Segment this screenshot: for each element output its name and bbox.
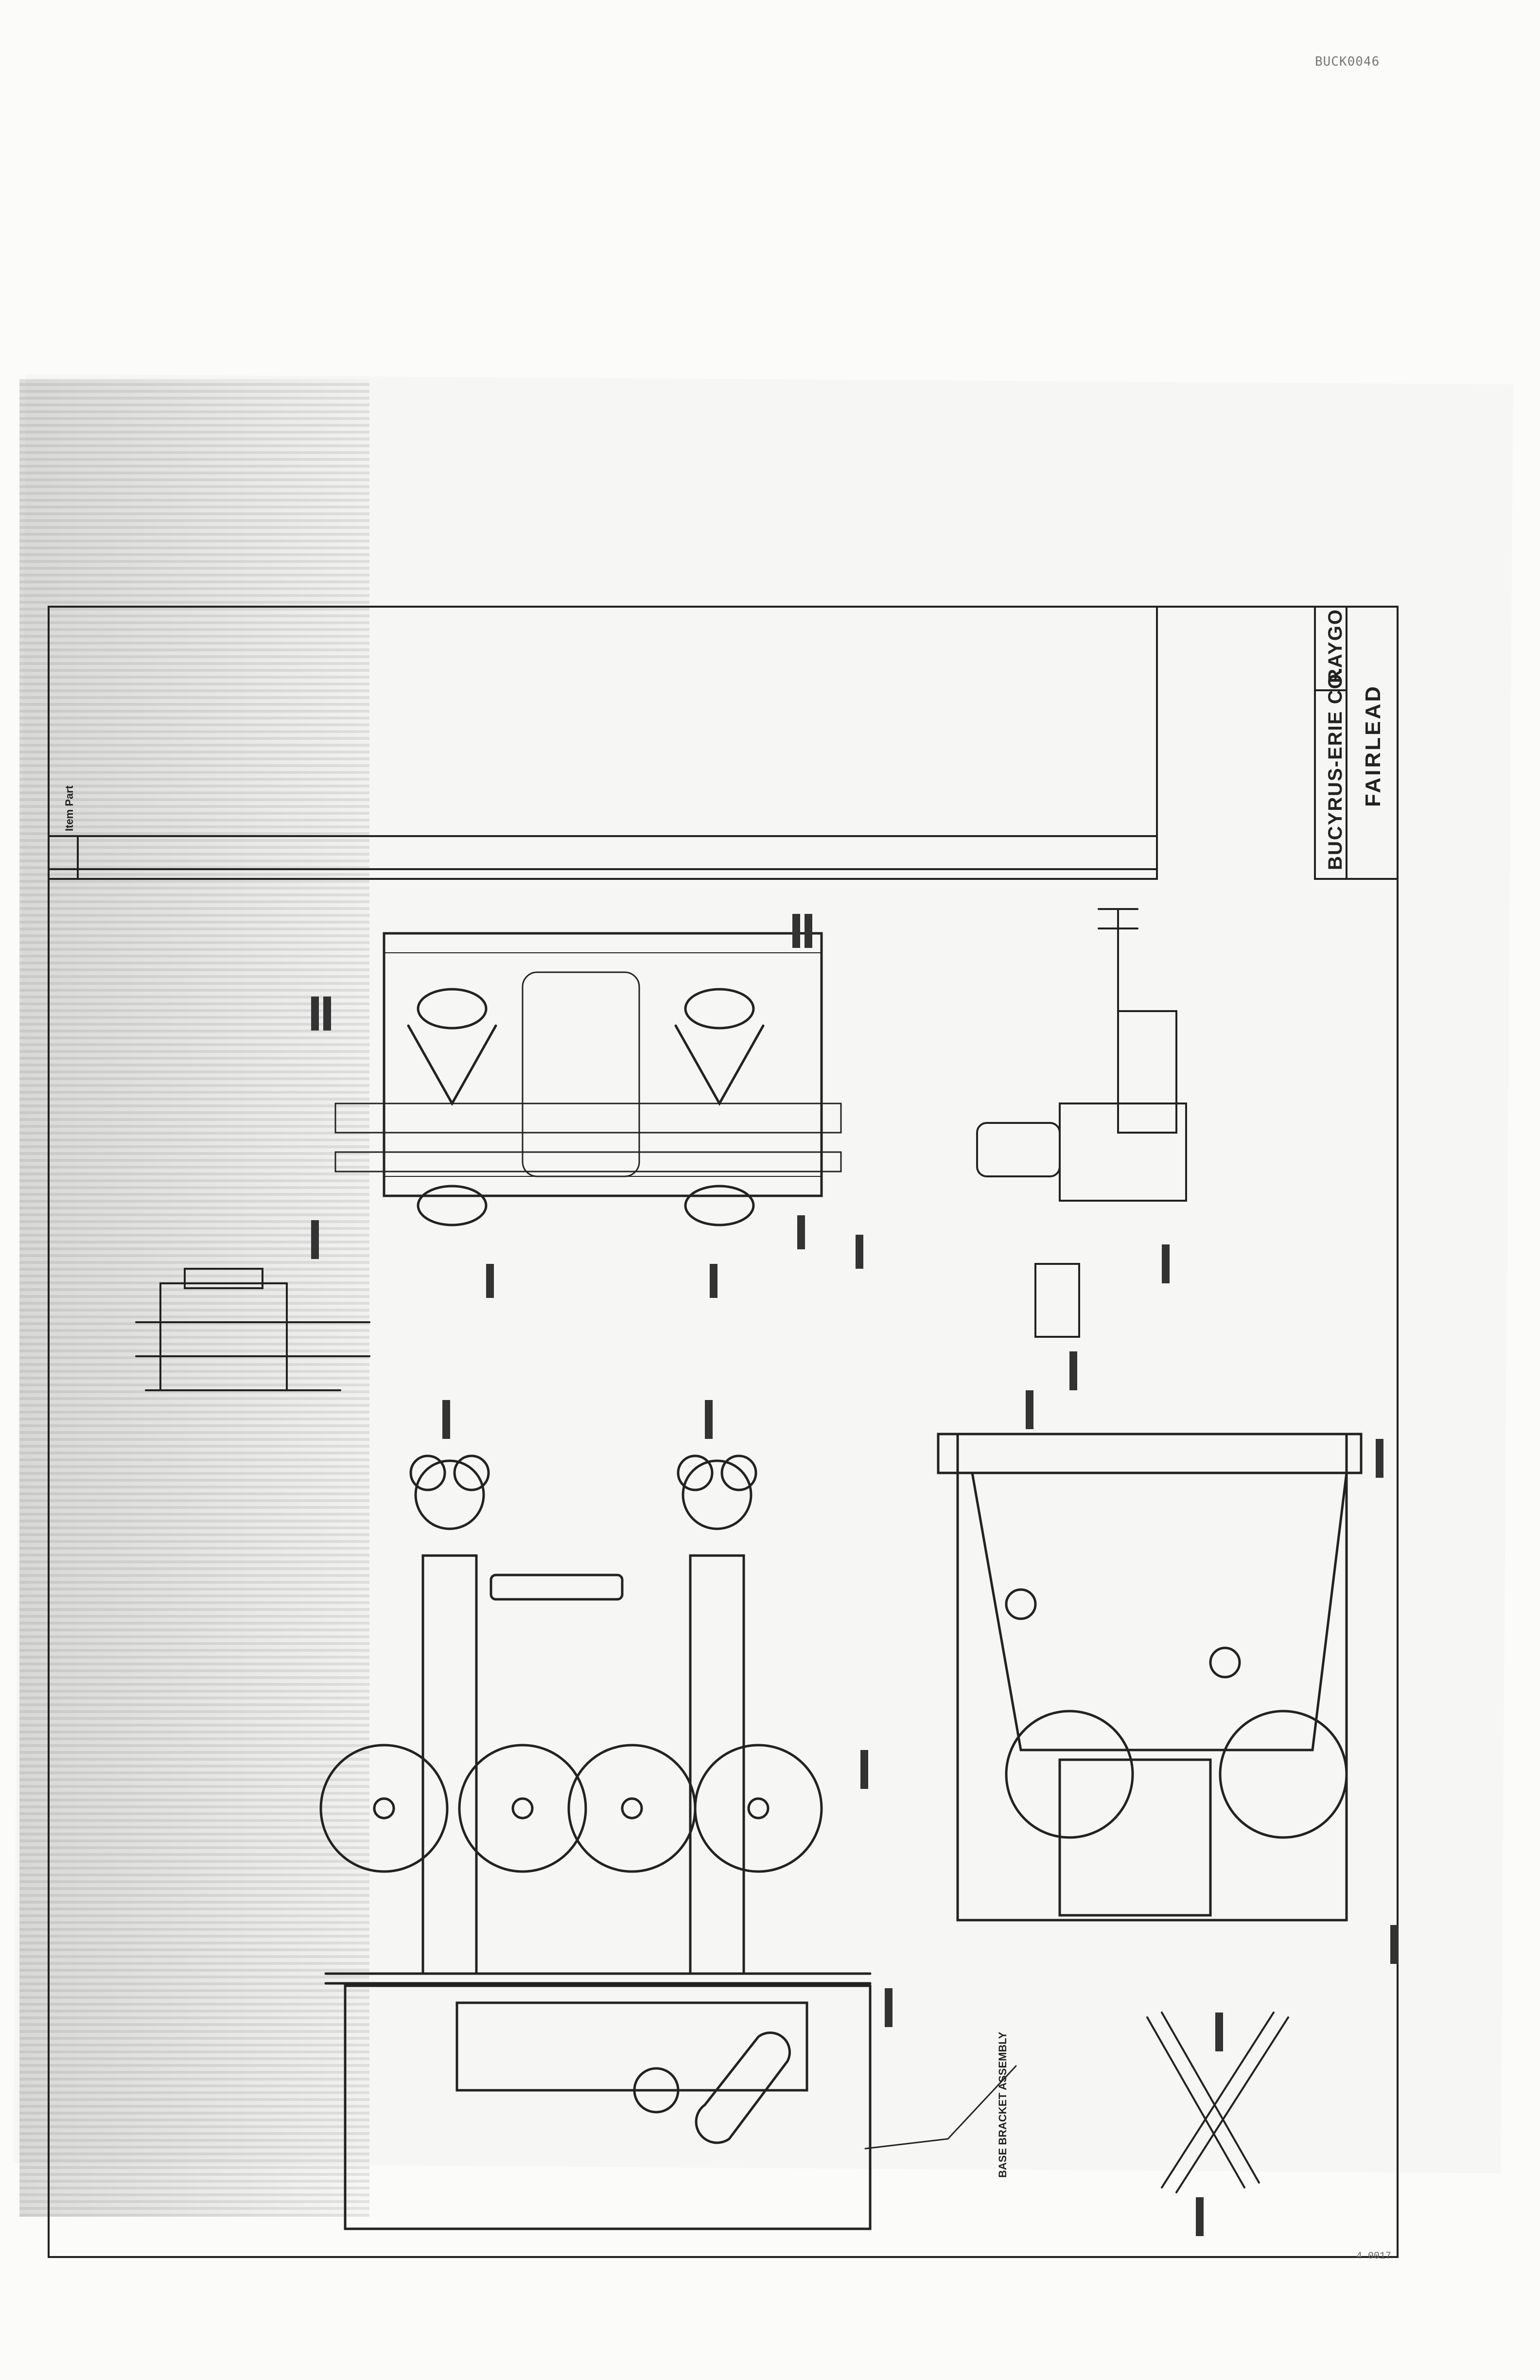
drawing-border [48,606,1399,2258]
sheet-note: 4 0017 [1356,2251,1392,2262]
hub-detail [135,1268,370,1391]
plan-view [334,932,842,1226]
scan-shading [19,379,369,2217]
callout-labels [311,914,1398,2236]
parts-table-header: Item Part [63,785,75,831]
title-block-frame [1314,606,1399,880]
side-view [937,1433,1363,1922]
base-bracket-label: BASE BRACKET ASSEMBLY [997,2031,1009,2178]
parts-table-frame [48,606,1158,880]
base-bracket [344,1984,872,2230]
title-model: RAYGO [1325,608,1346,683]
motor-assembly [976,908,1187,1338]
title-company: BUCYRUS-ERIE CO. [1325,666,1346,870]
title-fairlead: FAIRLEAD [1361,684,1385,807]
document-id: BUCK0046 [1315,54,1380,69]
bracket-detail [1146,2012,1289,2193]
roller-assembly [319,1454,872,1985]
